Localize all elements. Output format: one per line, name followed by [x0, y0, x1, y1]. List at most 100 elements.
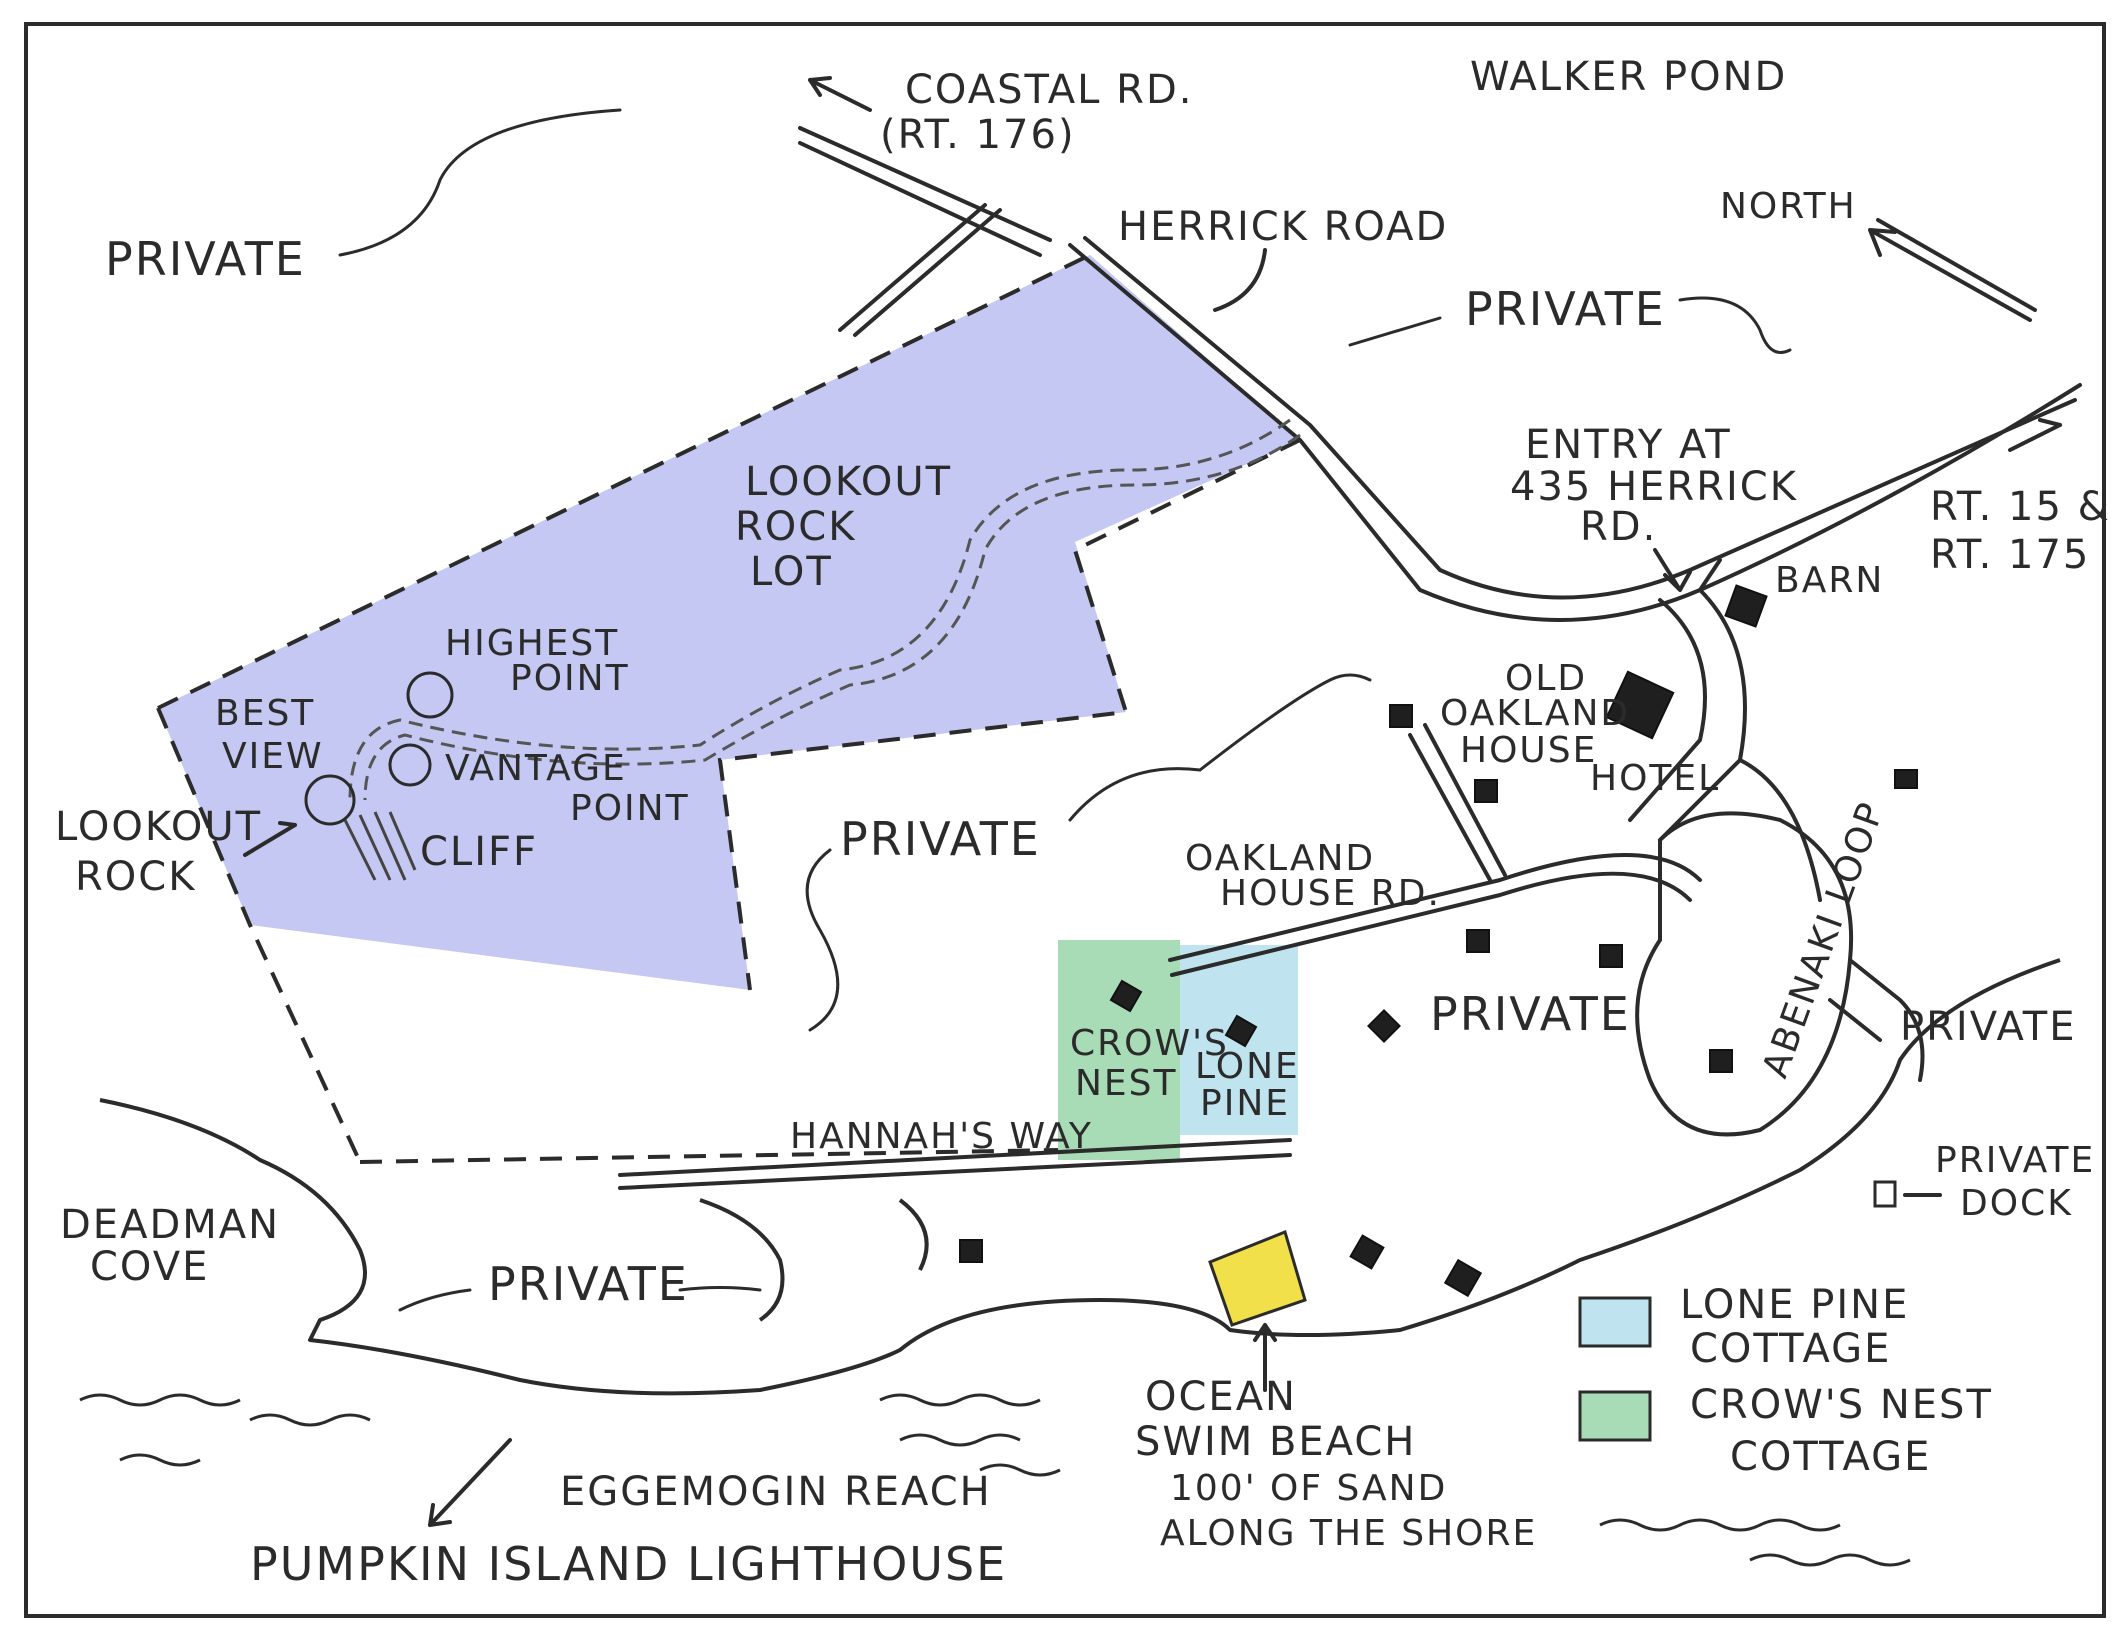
coastal-road-label-2: (RT. 176): [880, 112, 1076, 158]
lookout-rock-lot-area: [158, 255, 1300, 990]
best-view-label-1: BEST: [215, 693, 315, 734]
squiggle-nw: [338, 108, 622, 257]
building-7: [1709, 1049, 1733, 1073]
boundary-south: [359, 1148, 1059, 1164]
building-1: [1389, 704, 1413, 728]
oakland-house-rd-label-1: OAKLAND: [1185, 838, 1375, 879]
cliff-label: CLIFF: [420, 829, 538, 875]
coastal-road-spur: [838, 203, 1002, 337]
best-view-marker: [304, 774, 356, 826]
hannahs-way-road: [618, 1138, 1292, 1190]
building-9: [1349, 1234, 1385, 1270]
coastal-road-arrow: [808, 76, 872, 112]
private-dock-label-2: DOCK: [1960, 1183, 2073, 1224]
lookout-trail: [348, 418, 1291, 801]
herrick-road-edge: [1083, 236, 2077, 600]
building-6: [1367, 1009, 1401, 1043]
old-oakland-label-3: HOUSE: [1460, 730, 1597, 771]
herrick-road-arrow: [1213, 248, 1267, 312]
entry-label-1: ENTRY AT: [1525, 422, 1732, 468]
legend-lone-pine-swatch: [1578, 1296, 1652, 1348]
squiggle-mid: [805, 848, 840, 1032]
driveway-to-barn: [1698, 558, 1822, 902]
rt15-label: RT. 15 &: [1930, 484, 2111, 530]
lookout-rock-lot-label-2: ROCK: [735, 504, 856, 550]
vantage-point-label-2: POINT: [570, 788, 690, 829]
building-8: [959, 1239, 983, 1263]
squiggle-center: [1068, 673, 1372, 822]
old-oakland-label-2: OAKLAND: [1440, 693, 1630, 734]
private-east-label: PRIVATE: [1900, 1004, 2076, 1050]
ocean-label-4: ALONG THE SHORE: [1160, 1513, 1537, 1554]
vantage-point-label-1: VANTAGE: [445, 748, 627, 789]
building-4: [1466, 929, 1490, 953]
crows-nest-label-2: NEST: [1075, 1063, 1178, 1104]
private-dock-label-1: PRIVATE: [1935, 1140, 2095, 1181]
barn-building: [1724, 584, 1768, 628]
barn-label: BARN: [1775, 560, 1884, 601]
private-south-label: PRIVATE: [488, 1257, 689, 1311]
lot-entry-road: [1408, 723, 1507, 882]
vantage-point-marker: [388, 743, 432, 787]
lone-pine-label-2: PINE: [1200, 1083, 1290, 1124]
highest-point-label-2: POINT: [510, 658, 630, 699]
abenaki-loop-road: [1635, 811, 1854, 1137]
deadman-cove-label-1: DEADMAN: [60, 1202, 280, 1248]
legend-crows-nest-label-2: COTTAGE: [1730, 1434, 1931, 1480]
cliff-hatching: [343, 811, 417, 881]
private-center-label: PRIVATE: [840, 812, 1041, 866]
shoreline: [99, 958, 2061, 1396]
eggemoggin-label: EGGEMOGIN REACH: [560, 1469, 992, 1515]
legend-crows-nest-swatch: [1578, 1390, 1652, 1442]
swim-beach-area: [1208, 1229, 1307, 1327]
entry-label-2: 435 HERRICK: [1510, 464, 1798, 510]
coastal-road-label-1: COASTAL RD.: [905, 67, 1193, 113]
north-arrow: [1868, 218, 2037, 322]
hannahs-way-label: HANNAH'S WAY: [790, 1116, 1093, 1157]
squiggle-ne: [1348, 296, 1792, 354]
herrick-road-label: HERRICK ROAD: [1118, 204, 1448, 250]
legend-crows-nest-label-1: CROW'S NEST: [1690, 1382, 1993, 1428]
rt15-arrow: [2008, 418, 2062, 452]
deadman-cove-label-2: COVE: [90, 1244, 209, 1290]
rt175-label: RT. 175: [1930, 532, 2090, 578]
lookout-trail-edge: [363, 433, 1301, 801]
entry-arrow: [1653, 548, 1692, 592]
legend-lone-pine-label-1: LONE PINE: [1680, 1282, 1909, 1328]
lookout-rock-arrow: [243, 821, 297, 857]
lookout-rock-label-1: LOOKOUT: [55, 804, 262, 850]
lighthouse-arrow: [428, 1438, 512, 1527]
legend-lone-pine-label-2: COTTAGE: [1690, 1326, 1891, 1372]
coastal-road: [798, 126, 1052, 257]
lone-pine-label-1: LONE: [1195, 1046, 1300, 1087]
map-legend: LONE PINE COTTAGE CROW'S NEST COTTAGE: [1578, 1282, 1993, 1480]
hotel-driveway: [1628, 588, 1747, 842]
ocean-label-1: OCEAN: [1145, 1374, 1297, 1420]
best-view-label-2: VIEW: [222, 736, 324, 777]
oakland-house-road: [1168, 853, 1702, 977]
private-mid-label: PRIVATE: [1430, 987, 1631, 1041]
private-ne-label: PRIVATE: [1465, 282, 1666, 336]
old-oakland-label-4: HOTEL: [1590, 758, 1720, 799]
ocean-label-2: SWIM BEACH: [1135, 1419, 1416, 1465]
water-waves: [79, 1393, 1911, 1567]
building-10: [1443, 1258, 1483, 1298]
old-oakland-label-1: OLD: [1505, 658, 1587, 699]
lone-pine-building: [1224, 1014, 1258, 1048]
building-2: [1474, 779, 1498, 803]
shoreline-cove: [699, 1198, 929, 1322]
ocean-label-3: 100' OF SAND: [1170, 1468, 1447, 1509]
entry-label-3: RD.: [1580, 504, 1657, 550]
crows-nest-building: [1109, 979, 1143, 1013]
walker-pond-label: WALKER POND: [1470, 54, 1787, 100]
lookout-rock-lot-label-1: LOOKOUT: [745, 459, 952, 505]
highest-point-marker: [406, 671, 454, 719]
squiggle-south: [398, 1286, 762, 1312]
lookout-rock-label-2: ROCK: [75, 854, 196, 900]
lookout-rock-lot-label-3: LOT: [750, 549, 833, 595]
pumpkin-island-label: PUMPKIN ISLAND LIGHTHOUSE: [250, 1537, 1007, 1591]
highest-point-label-1: HIGHEST: [445, 623, 619, 664]
crows-nest-area: [1058, 940, 1180, 1160]
loop-spur: [1828, 958, 1925, 1082]
